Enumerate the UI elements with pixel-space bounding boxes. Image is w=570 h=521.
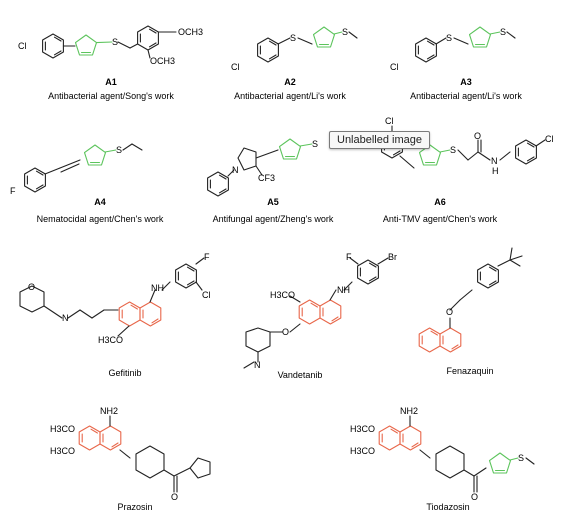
prazosin-structure bbox=[78, 415, 211, 493]
compound-a5-structure bbox=[207, 138, 313, 197]
compound-a6-structure bbox=[381, 125, 546, 169]
gefitinib-structure bbox=[19, 257, 205, 337]
atom-och3: OCH3 bbox=[178, 27, 204, 37]
compound-id-a2: A2 bbox=[284, 77, 296, 87]
compound-caption-a1: Antibacterial agent/Song's work bbox=[48, 91, 174, 101]
atom-n-a5: N bbox=[232, 165, 239, 175]
atom-cl-a6: Cl bbox=[385, 116, 394, 126]
atom-nh2-tio: NH2 bbox=[400, 406, 419, 416]
compound-a4-structure bbox=[24, 143, 143, 193]
compound-id-a3: A3 bbox=[460, 77, 472, 87]
atom-s: S bbox=[112, 37, 119, 47]
drug-name-prazosin: Prazosin bbox=[117, 502, 153, 512]
compound-caption-a4: Nematocidal agent/Chen's work bbox=[36, 214, 164, 224]
compound-id-a4: A4 bbox=[94, 197, 106, 207]
atom-cl-gef: Cl bbox=[202, 290, 211, 300]
atom-br-van: Br bbox=[388, 252, 397, 262]
compound-id-a5: A5 bbox=[267, 197, 279, 207]
compound-caption-a2: Antibacterial agent/Li's work bbox=[234, 91, 346, 101]
drug-name-gefitinib: Gefitinib bbox=[108, 368, 142, 378]
atom-o-praz: O bbox=[171, 492, 179, 502]
atom-s-a6: S bbox=[450, 145, 457, 155]
compound-a3-structure bbox=[415, 26, 516, 63]
atom-cl-a2: Cl bbox=[231, 62, 240, 72]
atom-o-gef: O bbox=[28, 282, 36, 292]
atom-f-van: F bbox=[346, 252, 352, 262]
compound-a2-structure bbox=[257, 26, 358, 63]
vandetanib-structure bbox=[243, 257, 389, 369]
atom-o-van: O bbox=[282, 327, 290, 337]
atom-cf3-a5: CF3 bbox=[258, 173, 276, 183]
compound-caption-a6: Anti-TMV agent/Chen's work bbox=[382, 214, 498, 224]
drug-name-vandetanib: Vandetanib bbox=[277, 370, 323, 380]
tiodazosin-structure bbox=[378, 415, 535, 493]
atom-o-fen: O bbox=[446, 307, 454, 317]
atom-nh2-praz: NH2 bbox=[100, 406, 119, 416]
atom-s-a3: S bbox=[446, 33, 453, 43]
atom-s-tio: S bbox=[518, 453, 525, 463]
atom-s-a2: S bbox=[290, 33, 297, 43]
atom-n-gef: N bbox=[62, 313, 69, 323]
atom-h3co-praz: H3CO bbox=[50, 424, 76, 434]
atom-n-van: N bbox=[254, 360, 261, 370]
atom-h3co-tio2: H3CO bbox=[350, 446, 376, 456]
atom-h-a6: H bbox=[492, 166, 499, 176]
compound-id-a6: A6 bbox=[434, 197, 446, 207]
drug-name-tiodazosin: Tiodazosin bbox=[426, 502, 470, 512]
atom-n-a6: N bbox=[491, 156, 498, 166]
atom-o-a6: O bbox=[474, 131, 482, 141]
atom-f-gef: F bbox=[204, 252, 210, 262]
compound-id-a1: A1 bbox=[105, 77, 117, 87]
atom-nh-gef: NH bbox=[151, 283, 164, 293]
atom-h3co-van: H3CO bbox=[270, 290, 296, 300]
fenazaquin-structure bbox=[418, 247, 523, 353]
atom-cl-a6b: Cl bbox=[545, 134, 554, 144]
atom-f-a4: F bbox=[10, 186, 16, 196]
atom-s-a2b: S bbox=[342, 27, 349, 37]
atom-o-tio: O bbox=[471, 492, 479, 502]
atom-nh-van: NH bbox=[337, 285, 350, 295]
atom-s-a3b: S bbox=[500, 27, 507, 37]
atom-cl-a3: Cl bbox=[390, 62, 399, 72]
compound-caption-a5: Antifungal agent/Zheng's work bbox=[212, 214, 334, 224]
compound-caption-a3: Antibacterial agent/Li's work bbox=[410, 91, 522, 101]
atom-cl: Cl bbox=[18, 41, 27, 51]
image-tooltip: Unlabelled image bbox=[329, 131, 430, 149]
atom-h3co-praz2: H3CO bbox=[50, 446, 76, 456]
compound-a1-structure bbox=[42, 25, 177, 59]
atom-h3co-tio: H3CO bbox=[350, 424, 376, 434]
atom-h3co-gef: H3CO bbox=[98, 335, 124, 345]
atom-s-a4: S bbox=[116, 145, 123, 155]
drug-name-fenazaquin: Fenazaquin bbox=[446, 366, 494, 376]
atom-och3-2: OCH3 bbox=[150, 56, 176, 66]
atom-s-a5: S bbox=[312, 139, 319, 149]
